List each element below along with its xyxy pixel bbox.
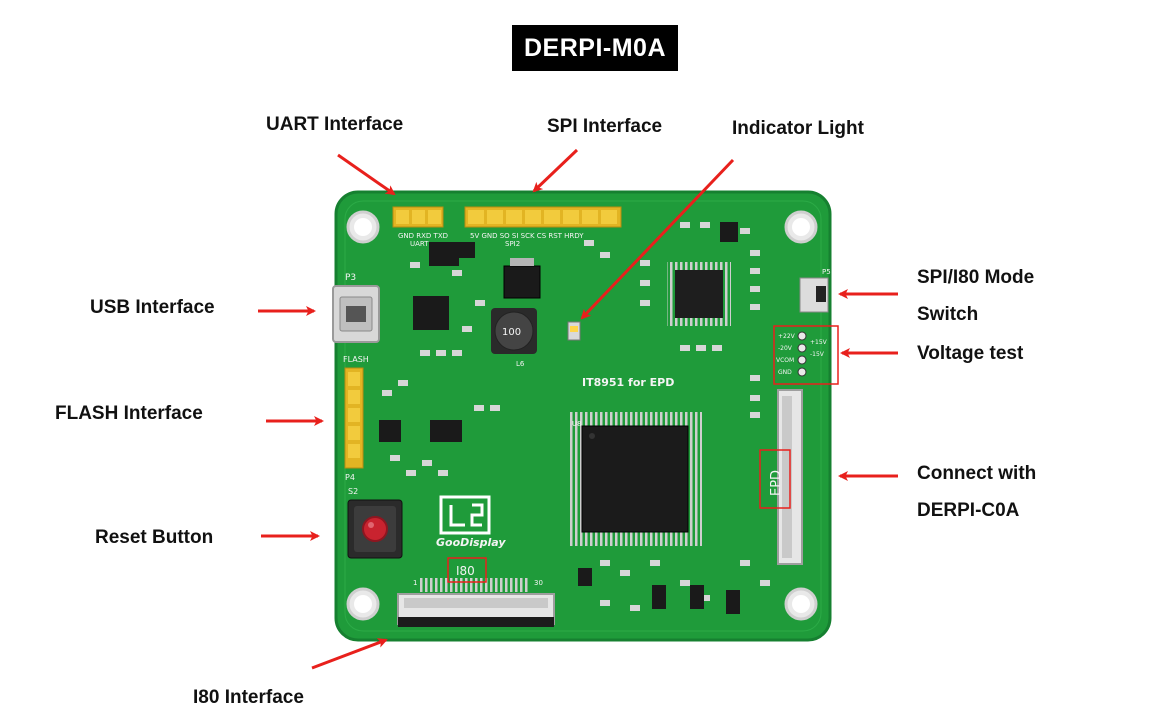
arrow-i80 bbox=[311, 638, 388, 670]
small-ics bbox=[455, 222, 740, 614]
page-title: DERPI-M0A bbox=[512, 25, 678, 71]
volt-pin-1: +22V bbox=[778, 333, 796, 340]
volt-pin-2: -20V bbox=[778, 345, 793, 352]
indicator-light-label: Indicator Light bbox=[732, 118, 864, 139]
inductor: 100 L6 bbox=[491, 308, 537, 368]
volt-pin-right-1: +15V bbox=[810, 339, 828, 346]
usb-interface-label: USB Interface bbox=[90, 297, 215, 318]
sop-chip-3 bbox=[379, 420, 401, 442]
regulator-chip bbox=[503, 265, 541, 299]
arrow-spi bbox=[532, 148, 579, 193]
main-chip: U8 IT8951 for EPD bbox=[568, 376, 702, 546]
arrow-uart bbox=[337, 153, 396, 196]
mode-switch: P5 bbox=[799, 268, 831, 313]
chip-label-text: IT8951 for EPD bbox=[582, 376, 674, 389]
mode-switch-label-line2: Switch bbox=[917, 304, 979, 325]
spi-header-text: SPI2 bbox=[505, 240, 520, 248]
i80-fpc-connector: 1 30 I80 bbox=[397, 557, 555, 627]
usb-ref-text: P3 bbox=[345, 273, 356, 283]
flash-ref-text: FLASH bbox=[343, 355, 369, 364]
volt-pin-4: GND bbox=[778, 369, 792, 376]
inductor-value-text: 100 bbox=[502, 327, 521, 338]
arrow-indicator bbox=[580, 158, 735, 320]
reset-button-label: Reset Button bbox=[95, 527, 214, 548]
i80-marking-text: I80 bbox=[456, 564, 475, 578]
reset-button: S2 bbox=[347, 487, 403, 559]
spi-header: 5V GND SO SI SCK CS RST HRDY SPI2 bbox=[464, 206, 622, 248]
voltage-test-label: Voltage test bbox=[917, 343, 1024, 364]
spi-pins-text: 5V GND SO SI SCK CS RST HRDY bbox=[470, 232, 584, 240]
s2-ref-text: S2 bbox=[348, 487, 358, 496]
connect-label-line2: DERPI-C0A bbox=[917, 500, 1020, 521]
sop-chip-1 bbox=[413, 296, 449, 330]
mounting-holes bbox=[346, 210, 818, 621]
uart-header-text: UART bbox=[410, 240, 429, 248]
uart-header: GND RXD TXD UART bbox=[392, 206, 448, 248]
volt-pin-3: VCOM bbox=[776, 357, 794, 364]
p4-ref-text: P4 bbox=[345, 473, 355, 482]
l6-ref-text: L6 bbox=[516, 360, 525, 368]
brand-logo: GooDisplay bbox=[436, 495, 506, 549]
passive-components bbox=[382, 222, 770, 611]
fpc-end-text: 30 bbox=[534, 579, 543, 587]
epd-marking-text: EPD bbox=[769, 470, 784, 496]
flash-interface-label: FLASH Interface bbox=[55, 403, 203, 424]
fpc-start-text: 1 bbox=[413, 579, 417, 587]
flash-header: FLASH P4 bbox=[343, 355, 369, 482]
sop-chip-4 bbox=[430, 420, 462, 442]
volt-pin-right-2: -15V bbox=[810, 351, 825, 358]
connect-label-line1: Connect with bbox=[917, 463, 1037, 484]
i80-interface-label: I80 Interface bbox=[193, 687, 304, 708]
usb-connector: P3 bbox=[332, 273, 380, 343]
sop-chip-2 bbox=[429, 242, 459, 266]
epd-fpc-connector: EPD bbox=[759, 389, 803, 565]
spi-interface-label: SPI Interface bbox=[547, 116, 663, 137]
uart-pins-text: GND RXD TXD bbox=[398, 232, 448, 240]
mode-switch-label-line1: SPI/I80 Mode bbox=[917, 267, 1035, 288]
p5-ref-text: P5 bbox=[822, 268, 831, 276]
callout-arrows bbox=[258, 148, 898, 670]
uart-interface-label: UART Interface bbox=[266, 114, 404, 135]
voltage-test-pads: +22V -20V VCOM GND +15V -15V bbox=[773, 325, 839, 385]
u8-ref-text: U8 bbox=[572, 420, 582, 428]
brand-text: GooDisplay bbox=[436, 536, 506, 549]
secondary-chip bbox=[667, 262, 731, 326]
